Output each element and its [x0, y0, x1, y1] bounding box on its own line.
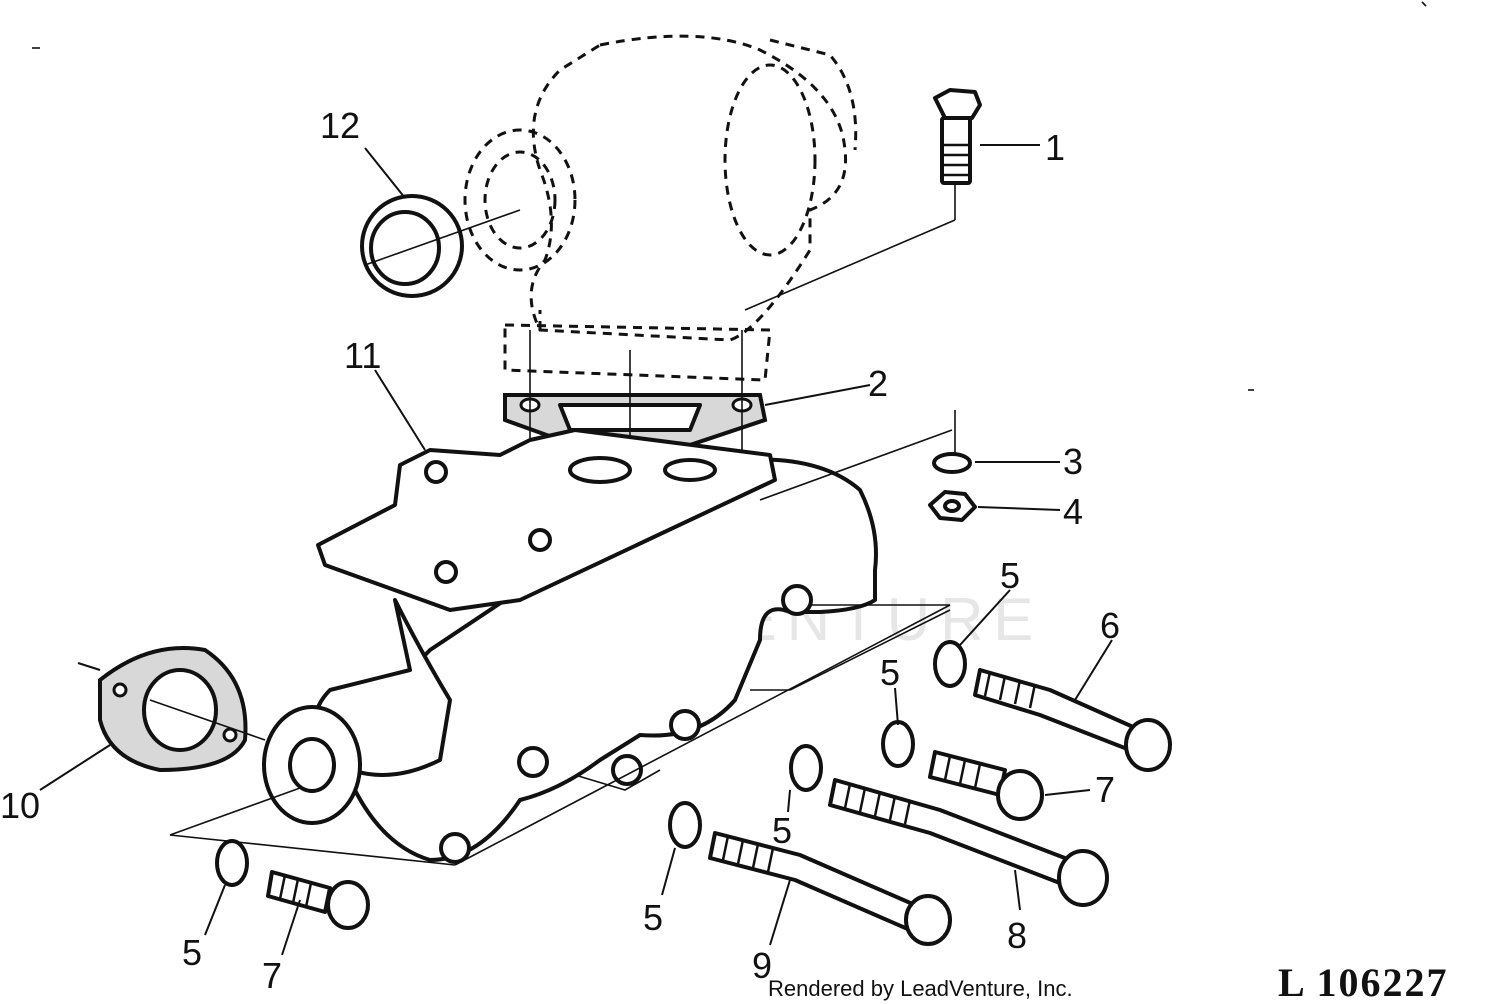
callout-5-left: 5 — [182, 932, 202, 973]
callout-4: 4 — [1063, 491, 1083, 532]
callout-5-upper: 5 — [1000, 555, 1020, 596]
callout-7-right: 7 — [1095, 769, 1115, 810]
callout-8: 8 — [1007, 915, 1027, 956]
part-4-hex-nut — [928, 490, 977, 522]
callout-6: 6 — [1100, 605, 1120, 646]
part-8-cap-screw — [828, 778, 1109, 907]
callout-3: 3 — [1063, 441, 1083, 482]
part-1-cap-screw — [744, 88, 982, 311]
callout-labels: 1 2 3 4 5 5 5 5 5 6 7 7 8 9 10 11 12 — [0, 105, 1120, 996]
part-5-washer-group — [215, 640, 967, 887]
part-7-cap-screw-lower — [266, 870, 370, 930]
part-7-cap-screw-upper — [928, 750, 1044, 821]
callout-12: 12 — [320, 105, 360, 146]
credit-text: Rendered by LeadVenture, Inc. — [768, 976, 1073, 1001]
callout-11: 11 — [344, 335, 381, 376]
leader-lines — [39, 144, 1113, 956]
callout-5-right: 5 — [772, 810, 792, 851]
callout-5-middle: 5 — [880, 652, 900, 693]
part-9-cap-screw — [708, 831, 952, 946]
callout-10: 10 — [0, 785, 40, 826]
part-10-outlet-gasket — [98, 646, 266, 773]
callout-5-lower: 5 — [643, 897, 663, 938]
part-6-cap-screw — [973, 668, 1172, 772]
part-3-lock-washer — [759, 410, 972, 501]
callout-9: 9 — [752, 945, 772, 986]
callout-1: 1 — [1045, 127, 1065, 168]
figure-id: L 106227 — [1278, 960, 1448, 1004]
callout-2: 2 — [868, 363, 888, 404]
part-11-exhaust-elbow — [169, 428, 951, 866]
turbocharger-phantom — [463, 34, 858, 382]
part-12-seal-ring — [360, 194, 521, 298]
callout-7-left: 7 — [262, 955, 282, 996]
